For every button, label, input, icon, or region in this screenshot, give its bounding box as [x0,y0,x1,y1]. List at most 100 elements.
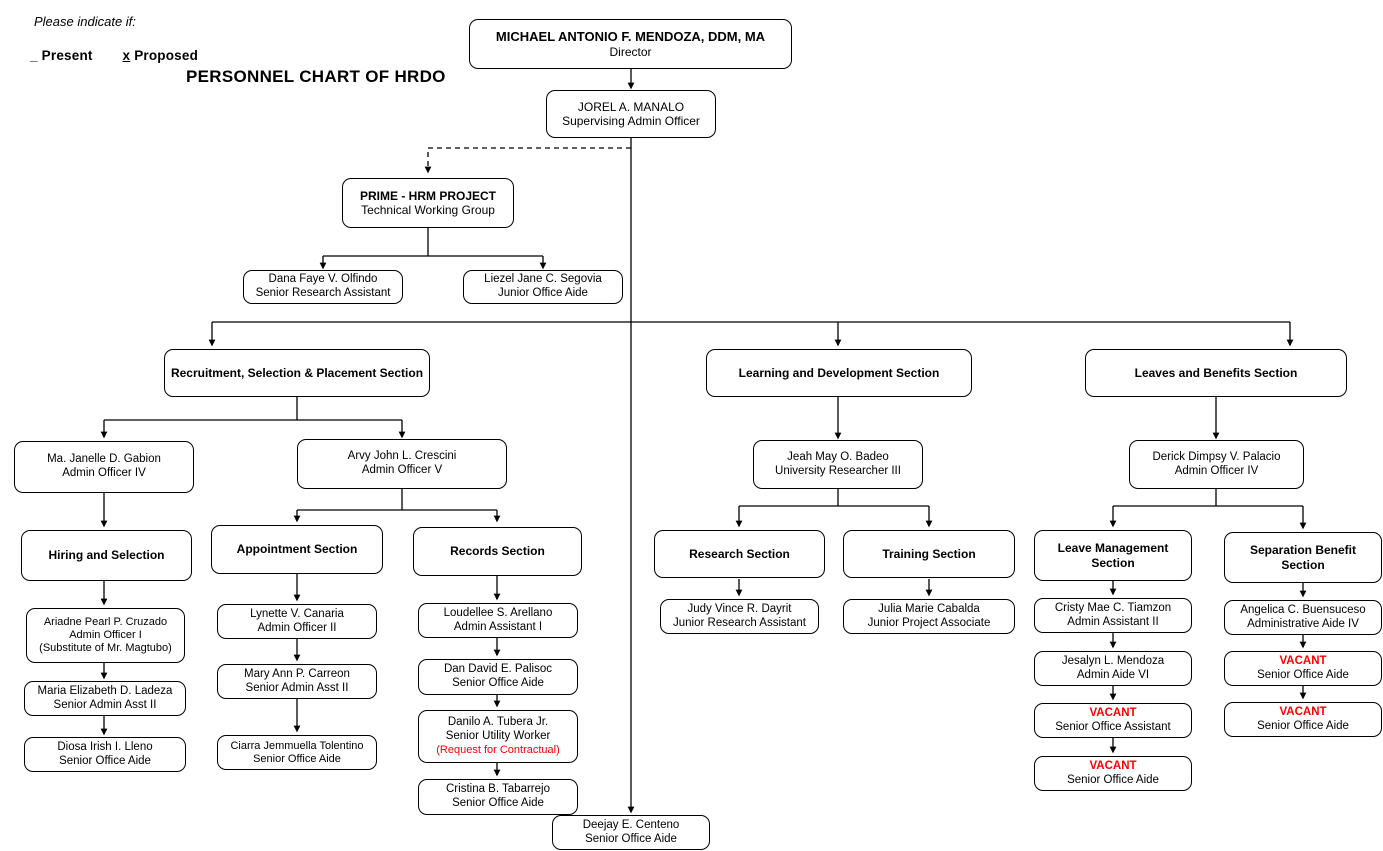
node-research-section[interactable]: Research Section [654,530,825,578]
node-vacant-senior-office-aide-sep-2[interactable]: VACANT Senior Office Aide [1224,702,1382,737]
node-vacant-senior-office-assistant[interactable]: VACANT Senior Office Assistant [1034,703,1192,738]
node-palisoc[interactable]: Dan David E. Palisoc Senior Office Aide [418,659,578,695]
node-training-section[interactable]: Training Section [843,530,1015,578]
node-prime-hrm-project[interactable]: PRIME - HRM PROJECT Technical Working Gr… [342,178,514,228]
node-tabarrejo[interactable]: Cristina B. Tabarrejo Senior Office Aide [418,779,578,815]
node-cruzado-position: Admin Officer I [69,629,142,642]
node-director[interactable]: MICHAEL ANTONIO F. MENDOZA, DDM, MA Dire… [469,19,792,69]
node-cabalda[interactable]: Julia Marie Cabalda Junior Project Assoc… [843,599,1015,634]
node-vacant-senior-office-aide-sep-1[interactable]: VACANT Senior Office Aide [1224,651,1382,686]
node-separation-section-line1: Separation Benefit [1249,543,1357,558]
node-ladeza-position: Senior Admin Asst II [53,698,157,711]
node-tiamzon[interactable]: Cristy Mae C. Tiamzon Admin Assistant II [1034,598,1192,633]
node-tolentino-name: Ciarra Jemmuella Tolentino [230,739,364,752]
node-cruzado[interactable]: Ariadne Pearl P. Cruzado Admin Officer I… [26,608,185,663]
node-director-position: Director [609,44,652,59]
node-segovia[interactable]: Liezel Jane C. Segovia Junior Office Aid… [463,270,623,304]
node-carreon[interactable]: Mary Ann P. Carreon Senior Admin Asst II [217,664,377,699]
node-canaria-name: Lynette V. Canaria [250,607,344,620]
node-segovia-name: Liezel Jane C. Segovia [484,273,602,286]
node-palisoc-name: Dan David E. Palisoc [443,663,553,676]
node-dayrit-name: Judy Vince R. Dayrit [687,602,792,615]
node-tiamzon-position: Admin Assistant II [1067,615,1159,628]
node-leave-mgmt-section-line2: Section [1091,555,1135,570]
node-lleno-name: Diosa Irish I. Lleno [57,740,153,753]
node-vacant-position: Senior Office Aide [1067,773,1159,786]
node-tubera-position: Senior Utility Worker [445,730,551,743]
page-title: PERSONNEL CHART OF HRDO [186,67,446,86]
node-jesalyn-mendoza[interactable]: Jesalyn L. Mendoza Admin Aide VI [1034,651,1192,686]
node-buensuceso-position: Administrative Aide IV [1247,617,1359,630]
node-centeno-position: Senior Office Aide [585,832,677,845]
node-vacant-label: VACANT [1089,759,1137,772]
node-palacio[interactable]: Derick Dimpsy V. Palacio Admin Officer I… [1129,440,1304,489]
node-gabion-position: Admin Officer IV [62,467,146,479]
node-dayrit-position: Junior Research Assistant [673,616,806,629]
node-leaves-and-benefits-section[interactable]: Leaves and Benefits Section [1085,349,1347,397]
node-gabion[interactable]: Ma. Janelle D. Gabion Admin Officer IV [14,441,194,493]
node-tabarrejo-name: Cristina B. Tabarrejo [446,783,550,796]
node-vacant-position: Senior Office Aide [1257,668,1349,681]
node-buensuceso-name: Angelica C. Buensuceso [1240,603,1366,616]
node-arellano-name: Loudellee S. Arellano [443,606,553,619]
node-cruzado-note: (Substitute of Mr. Magtubo) [39,641,172,654]
node-appointment-section[interactable]: Appointment Section [211,525,383,574]
node-tolentino[interactable]: Ciarra Jemmuella Tolentino Senior Office… [217,735,377,770]
node-hiring-and-selection[interactable]: Hiring and Selection [21,530,192,581]
present-checkbox-mark[interactable]: _ [30,48,38,63]
node-tubera[interactable]: Danilo A. Tubera Jr. Senior Utility Work… [418,710,578,763]
node-canaria-position: Admin Officer II [257,621,337,634]
node-prime-hrm-name: PRIME - HRM PROJECT [359,188,496,203]
node-director-name: MICHAEL ANTONIO F. MENDOZA, DDM, MA [495,29,766,45]
node-olfindo-name: Dana Faye V. Olfindo [268,273,378,286]
legend-instruction: Please indicate if: [34,14,136,29]
node-vacant-position: Senior Office Aide [1257,719,1349,732]
proposed-checkbox-mark[interactable]: x [122,48,131,63]
node-canaria[interactable]: Lynette V. Canaria Admin Officer II [217,604,377,639]
node-vacant-label: VACANT [1279,705,1327,718]
node-buensuceso[interactable]: Angelica C. Buensuceso Administrative Ai… [1224,600,1382,635]
node-records-section-name: Records Section [450,544,545,559]
node-appointment-section-name: Appointment Section [236,542,358,557]
node-vacant-senior-office-aide-leave[interactable]: VACANT Senior Office Aide [1034,756,1192,791]
node-lleno[interactable]: Diosa Irish I. Lleno Senior Office Aide [24,737,186,772]
present-label: Present [41,48,93,63]
node-palacio-position: Admin Officer IV [1174,464,1259,477]
node-leave-management-section[interactable]: Leave Management Section [1034,530,1192,581]
node-arellano[interactable]: Loudellee S. Arellano Admin Assistant I [418,603,578,638]
node-palisoc-position: Senior Office Aide [452,677,544,689]
node-palacio-name: Derick Dimpsy V. Palacio [1152,450,1281,463]
node-records-section[interactable]: Records Section [413,527,582,576]
node-crescini-position: Admin Officer V [361,464,443,476]
node-tiamzon-name: Cristy Mae C. Tiamzon [1054,601,1172,614]
node-learning-and-development-section[interactable]: Learning and Development Section [706,349,972,397]
node-centeno[interactable]: Deejay E. Centeno Senior Office Aide [552,815,710,850]
node-research-section-name: Research Section [689,546,790,561]
node-separation-section-line2: Section [1281,557,1325,572]
node-supervising-admin-officer[interactable]: JOREL A. MANALO Supervising Admin Office… [546,90,716,138]
node-ladeza-name: Maria Elizabeth D. Ladeza [37,684,173,697]
node-centeno-name: Deejay E. Centeno [582,818,680,831]
node-recruitment-selection-placement-section[interactable]: Recruitment, Selection & Placement Secti… [164,349,430,397]
node-prime-hrm-position: Technical Working Group [361,203,495,217]
node-dayrit[interactable]: Judy Vince R. Dayrit Junior Research Ass… [660,599,819,634]
node-supervising-name: JOREL A. MANALO [577,99,685,114]
node-crescini-name: Arvy John L. Crescini [347,450,457,463]
node-carreon-name: Mary Ann P. Carreon [244,667,350,680]
node-jesalyn-mendoza-position: Admin Aide VI [1076,668,1150,681]
node-separation-benefit-section[interactable]: Separation Benefit Section [1224,532,1382,583]
node-ladeza[interactable]: Maria Elizabeth D. Ladeza Senior Admin A… [24,681,186,716]
node-cruzado-name: Ariadne Pearl P. Cruzado [43,616,168,629]
node-tubera-note: (Request for Contractual) [436,743,560,756]
node-badeo[interactable]: Jeah May O. Badeo University Researcher … [753,440,923,489]
node-segovia-position: Junior Office Aide [498,287,588,299]
node-olfindo[interactable]: Dana Faye V. Olfindo Senior Research Ass… [243,270,403,304]
node-cabalda-name: Julia Marie Cabalda [878,602,980,615]
node-rsp-section-name: Recruitment, Selection & Placement Secti… [170,365,424,380]
legend-options: _ Present x Proposed [30,48,198,63]
node-jesalyn-mendoza-name: Jesalyn L. Mendoza [1061,654,1165,667]
node-crescini[interactable]: Arvy John L. Crescini Admin Officer V [297,439,507,489]
node-badeo-position: University Researcher III [775,464,901,477]
proposed-label: Proposed [134,48,199,63]
